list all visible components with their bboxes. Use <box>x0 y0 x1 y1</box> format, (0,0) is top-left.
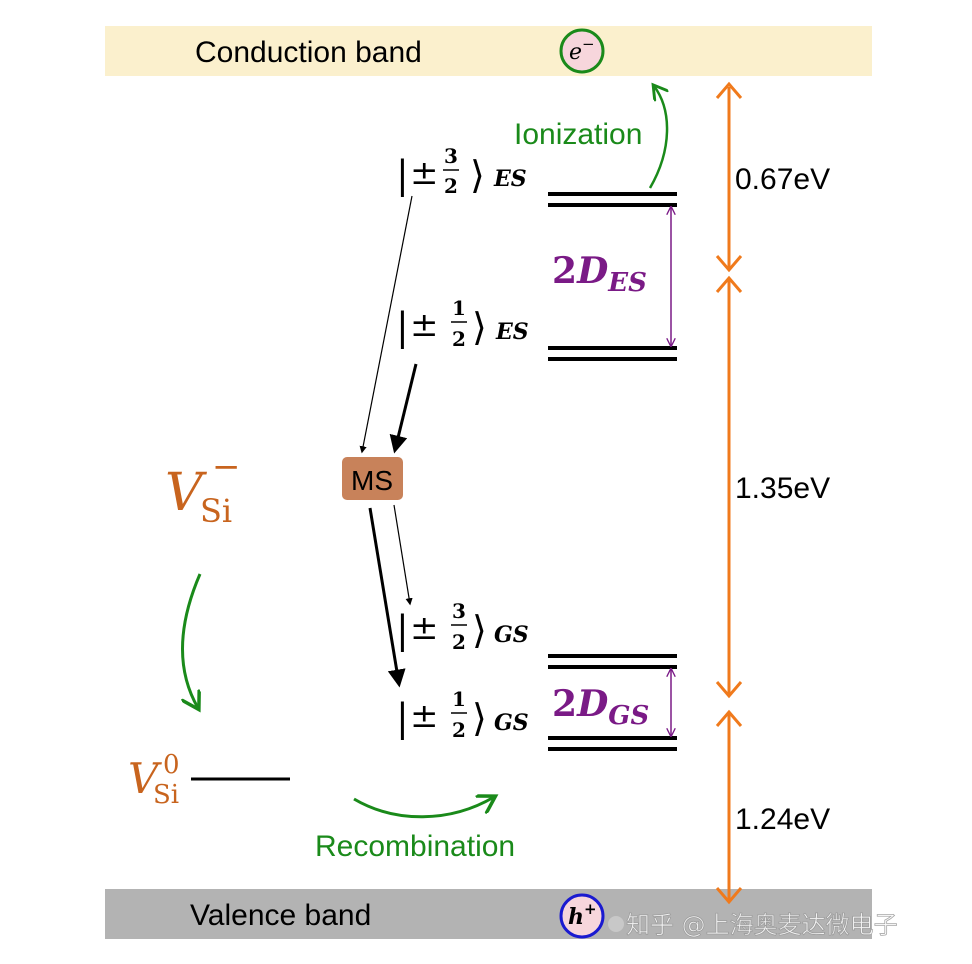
svg-text:⟩: ⟩ <box>472 696 487 740</box>
electron-marker: e− <box>559 28 605 74</box>
es12-to-ms-arrow <box>389 363 418 454</box>
svg-text:⟩: ⟩ <box>472 608 487 652</box>
svg-text:Si: Si <box>200 492 232 530</box>
svg-text:h+: h+ <box>568 900 597 930</box>
svg-text:|: | <box>396 696 409 740</box>
svg-text:±: ± <box>410 696 439 736</box>
energy-label-bottom: 1.24eV <box>735 803 830 836</box>
recombination-label: Recombination <box>315 830 515 863</box>
energy-arrow-middle-head-down <box>715 681 743 699</box>
svg-text:e−: e− <box>569 35 595 65</box>
hole-marker: h+ <box>559 893 605 939</box>
svg-text:3: 3 <box>444 144 458 168</box>
svg-text:ES: ES <box>495 319 529 345</box>
ionization-arrow <box>648 86 667 189</box>
svg-text:−: − <box>212 447 241 487</box>
energy-arrow-middle-head-up <box>715 275 743 293</box>
svg-text:2DGS: 2DGS <box>552 683 649 731</box>
metastable-state-box: MS <box>342 457 403 500</box>
recombination-arrow <box>353 797 494 819</box>
vsi-neutral-label: V Si 0 <box>128 750 180 810</box>
svg-text:GS: GS <box>494 710 529 736</box>
svg-text:±: ± <box>410 305 439 345</box>
svg-text:2: 2 <box>444 174 458 198</box>
watermark-text: 知乎 @上海奥麦达微电子 <box>626 911 898 939</box>
valence-band-label: Valence band <box>190 899 371 932</box>
energy-arrow-top-head-down <box>715 255 743 273</box>
energy-arrow-top-head-up <box>715 81 743 99</box>
watermark: 知乎 @上海奥麦达微电子 <box>608 911 898 939</box>
svg-text:±: ± <box>410 153 439 193</box>
zfs-es-label: 2DES <box>552 250 647 298</box>
svg-text:V: V <box>165 463 207 523</box>
valence-band <box>105 889 872 939</box>
svg-text:1: 1 <box>452 687 466 711</box>
ms-to-gs32-arrow <box>393 504 413 606</box>
svg-text:V: V <box>128 754 162 803</box>
transition-arrows <box>359 195 418 688</box>
vsi-minus-label: V Si − <box>165 447 241 530</box>
svg-text:±: ± <box>410 608 439 648</box>
es32-to-ms-arrow <box>359 195 413 454</box>
state-label-es32: | ± 3 2 ⟩ ES <box>396 144 527 198</box>
svg-text:|: | <box>396 305 409 349</box>
svg-text:1: 1 <box>452 296 466 320</box>
svg-text:ES: ES <box>493 166 527 192</box>
svg-text:GS: GS <box>494 622 529 648</box>
energy-label-middle: 1.35eV <box>735 472 830 505</box>
zfs-gs-label: 2DGS <box>552 683 649 731</box>
watermark-logo-icon <box>608 916 624 932</box>
svg-text:|: | <box>396 608 409 652</box>
charge-state-arrow <box>180 573 202 708</box>
svg-text:2: 2 <box>452 718 466 742</box>
energy-label-top: 0.67eV <box>735 163 830 196</box>
energy-arrow-bottom-head-down <box>715 887 743 905</box>
svg-text:0: 0 <box>163 750 180 780</box>
metastable-state-label: MS <box>351 465 393 496</box>
energy-gap-arrows <box>715 81 743 905</box>
svg-text:2: 2 <box>452 630 466 654</box>
state-label-es12: | ± 1 2 ⟩ ES <box>396 296 529 351</box>
conduction-band <box>105 26 872 76</box>
svg-text:Si: Si <box>153 780 179 810</box>
energy-arrow-bottom-head-up <box>715 709 743 727</box>
svg-text:|: | <box>396 153 409 197</box>
state-label-gs12: | ± 1 2 ⟩ GS <box>396 687 529 742</box>
energy-levels <box>548 192 677 751</box>
ionization-label: Ionization <box>514 118 642 151</box>
svg-text:2: 2 <box>452 327 466 351</box>
svg-text:⟩: ⟩ <box>472 305 487 349</box>
svg-text:3: 3 <box>452 599 466 623</box>
svg-text:2DES: 2DES <box>552 250 647 298</box>
conduction-band-label: Conduction band <box>195 36 422 69</box>
state-label-gs32: | ± 3 2 ⟩ GS <box>396 599 529 654</box>
ms-to-gs12-arrow <box>368 507 406 688</box>
svg-text:⟩: ⟩ <box>470 153 485 197</box>
